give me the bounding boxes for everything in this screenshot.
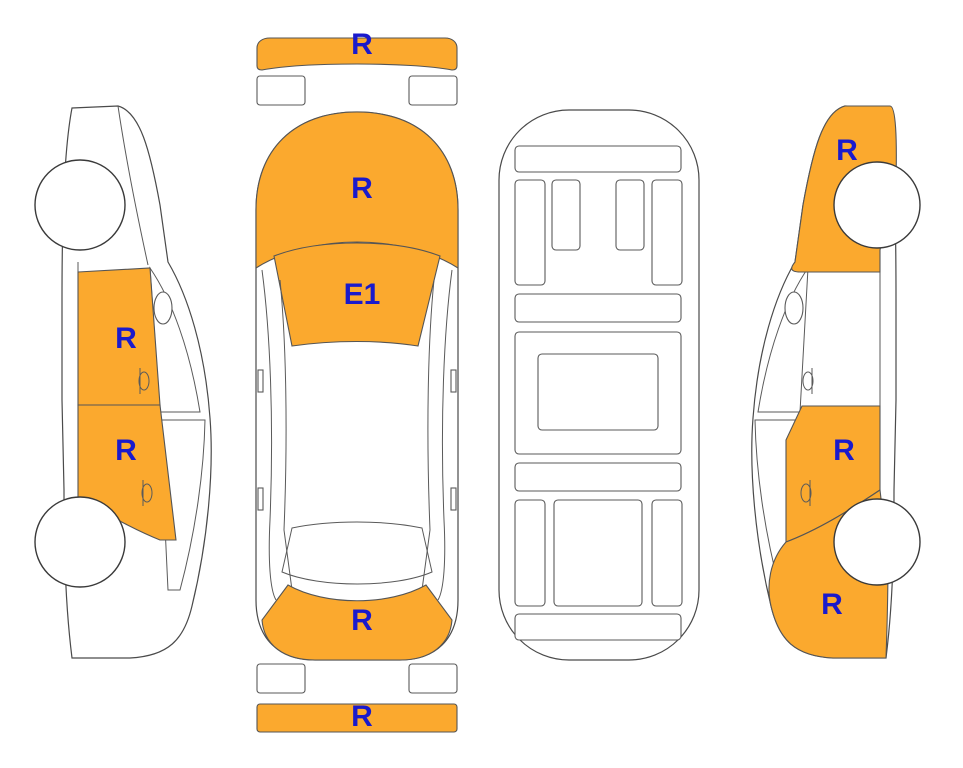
right-front-wheel — [833, 161, 921, 249]
front-bumper-panel — [256, 37, 458, 71]
label-right-rear-quarter: R — [821, 588, 843, 621]
top-right-mirror — [450, 369, 457, 393]
right-rear-door-handle-icon — [800, 480, 812, 506]
right-side-view: R R R — [751, 105, 921, 659]
top-view: R R E1 R R — [255, 28, 459, 733]
left-side-roof-line — [117, 105, 149, 266]
label-rear-bumper: R — [351, 700, 373, 733]
underside-view — [498, 109, 700, 661]
label-front-bumper: R — [351, 28, 373, 61]
underside-front-left-rail — [514, 179, 546, 286]
label-left-front-door: R — [115, 322, 137, 355]
left-mirror — [153, 291, 173, 325]
left-side-view: R R — [34, 105, 212, 659]
right-rear-wheel — [833, 498, 921, 586]
label-right-front-fender: R — [836, 134, 858, 167]
left-rear-door-handle-icon — [141, 480, 153, 506]
top-right-rear-marker — [450, 487, 457, 511]
rear-window-outline — [281, 521, 433, 585]
top-left-mirror — [257, 369, 264, 393]
top-left-door-line — [261, 269, 277, 601]
left-front-wheel — [34, 159, 126, 251]
right-mirror — [784, 291, 804, 325]
windshield-panel — [273, 242, 441, 347]
front-left-headlight — [256, 75, 306, 106]
top-right-pillar-line — [421, 279, 435, 591]
left-side-rear-window — [159, 419, 206, 591]
underside-mid-crossbar — [514, 293, 682, 323]
top-left-rear-marker — [257, 487, 264, 511]
underside-front-right-slot — [615, 179, 645, 251]
underside-front-left-slot — [551, 179, 581, 251]
underside-rear-right-rail — [651, 499, 683, 607]
left-side-window-outline — [149, 266, 201, 413]
underside-rear-bar — [514, 613, 682, 641]
left-front-door-handle-icon — [138, 368, 150, 394]
underside-rear-crossbar — [514, 462, 682, 492]
label-left-rear-door: R — [115, 434, 137, 467]
underside-front-crossbar — [514, 145, 682, 173]
underside-rear-left-rail — [514, 499, 546, 607]
top-left-pillar-line — [279, 279, 293, 591]
hood-panel — [255, 111, 459, 270]
label-right-front-door: R — [833, 434, 855, 467]
label-trunk: R — [351, 604, 373, 637]
front-right-headlight — [408, 75, 458, 106]
label-hood: R — [351, 172, 373, 205]
underside-rear-center-panel — [553, 499, 643, 607]
right-side-window-outline — [757, 266, 809, 413]
left-rear-wheel — [34, 496, 126, 588]
underside-front-right-rail — [651, 179, 683, 286]
rear-left-taillight — [256, 663, 306, 694]
right-front-door-handle-icon — [802, 368, 814, 394]
top-right-door-line — [437, 269, 453, 601]
rear-right-taillight — [408, 663, 458, 694]
underside-center-panel — [537, 353, 659, 431]
label-windshield: E1 — [344, 278, 381, 311]
rear-bumper-panel — [256, 703, 458, 733]
trunk-panel — [261, 584, 453, 661]
